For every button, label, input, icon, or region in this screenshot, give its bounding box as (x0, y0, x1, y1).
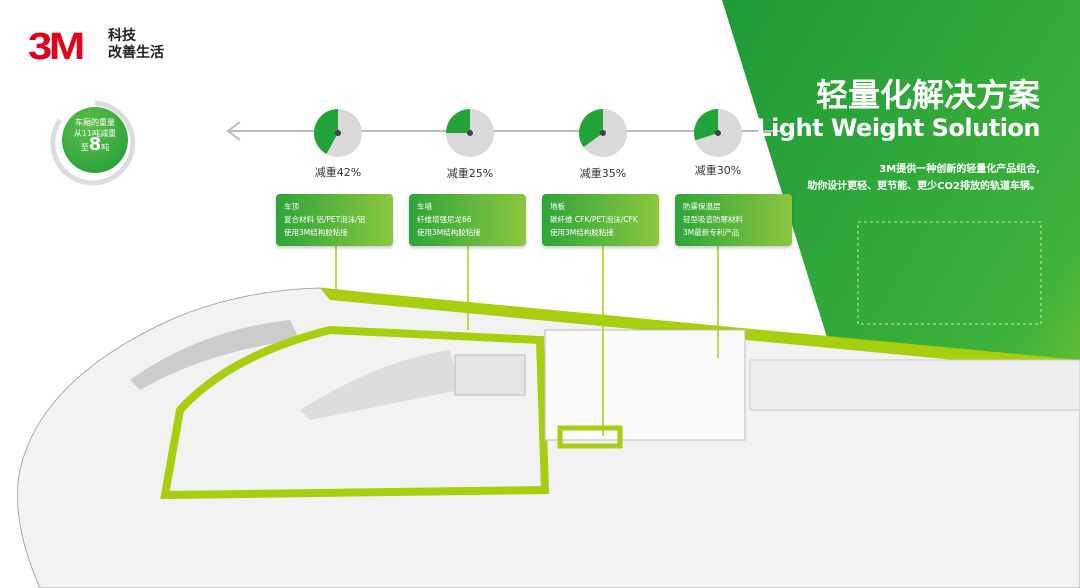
gauge-fill (446, 109, 470, 133)
gauge-label: 减重35% (579, 167, 627, 180)
hero-title-cn: 轻量化解决方案 (815, 76, 1040, 114)
gauge-label: 减重30% (694, 164, 742, 177)
hero-title-en: Light Weight Solution (756, 114, 1040, 142)
3m-logo: 3M (28, 26, 85, 68)
gauge-center (715, 130, 721, 136)
gauge-fill (579, 109, 603, 148)
info-card-roof: 车顶复合材料 铝/PET泡沫/铝使用3M结构胶粘接 (276, 194, 393, 246)
gauge-center (467, 130, 473, 136)
gauge-center (335, 130, 341, 136)
gauge-center (600, 130, 606, 136)
gauge-label: 减重25% (446, 167, 494, 180)
hero-description: 3M提供一种创新的轻量化产品组合,助你设计更轻、更节能、更少CO2排放的轨道车辆… (807, 164, 1040, 192)
reduction-arrow-ring (50, 100, 136, 186)
weight-summary-badge: 车厢的重量从11吨减重 至8吨 (62, 107, 128, 173)
gauge-label: 减重42% (314, 166, 362, 179)
dashed-frame (857, 221, 1042, 325)
logo-tagline: 科技改善生活 (108, 28, 164, 61)
gauge-fill (314, 109, 338, 155)
gauge-fill (694, 109, 718, 141)
train-illustration (17, 287, 1080, 588)
